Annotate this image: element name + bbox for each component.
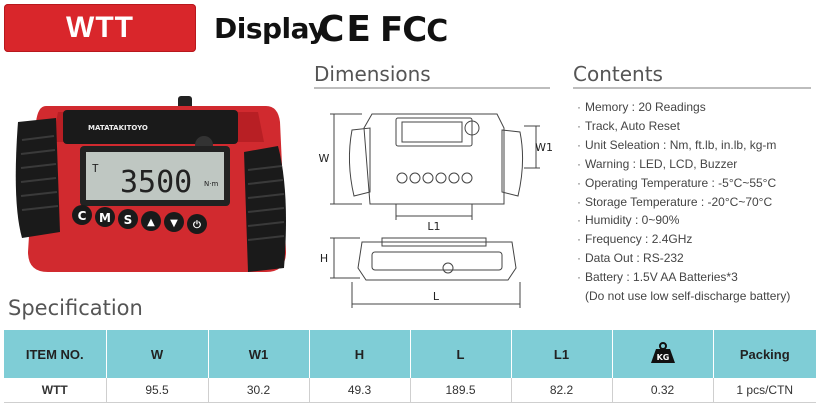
specification-heading: Specification bbox=[8, 296, 143, 320]
cell-packing: 1 pcs/CTN bbox=[713, 378, 816, 403]
up-arrow-icon: ▲ bbox=[147, 217, 155, 228]
c-button-label: C bbox=[78, 209, 87, 223]
cell-l: 189.5 bbox=[410, 378, 512, 403]
m-button-label: M bbox=[99, 211, 111, 225]
up-button[interactable] bbox=[141, 211, 161, 231]
contents-item: ·Operating Temperature : -5°C~55°C bbox=[577, 175, 777, 190]
contents-item: ·Data Out : RS-232 bbox=[577, 251, 684, 266]
dimension-drawing: W W1 L1 H L bbox=[319, 113, 552, 308]
product-photo: MATATAKITOYO T 3500 N·m C M S ▲ ▼ ⏻ bbox=[15, 96, 286, 272]
dim-label-l: L bbox=[433, 290, 440, 303]
contents-item: ·Storage Temperature : -20°C~70°C bbox=[577, 194, 773, 209]
dimensions-heading: Dimensions bbox=[314, 62, 431, 86]
device-top-panel bbox=[63, 110, 238, 144]
contents-divider bbox=[573, 87, 811, 89]
specification-table: ITEM NO. W W1 H L L1 KG Packing WTT 95.5… bbox=[4, 330, 816, 403]
c-button[interactable] bbox=[72, 205, 92, 225]
m-button[interactable] bbox=[95, 207, 115, 227]
col-header-h: H bbox=[309, 330, 411, 378]
col-header-l: L bbox=[410, 330, 512, 378]
col-header-w: W bbox=[106, 330, 209, 378]
cell-w: 95.5 bbox=[106, 378, 209, 403]
lcd-readout: 3500 bbox=[120, 165, 192, 200]
svg-text:KG: KG bbox=[656, 353, 669, 362]
fcc-mark-logo: FCC bbox=[380, 10, 448, 50]
model-badge-label: WTT bbox=[66, 11, 134, 44]
contents-item-note: (Do not use low self-discharge battery) bbox=[585, 289, 791, 304]
table-row: WTT 95.5 30.2 49.3 189.5 82.2 0.32 1 pcs… bbox=[4, 378, 816, 403]
model-badge bbox=[4, 4, 196, 52]
col-header-item-no: ITEM NO. bbox=[4, 330, 107, 378]
ce-mark-logo: CE bbox=[318, 9, 374, 50]
weight-icon: KG bbox=[650, 341, 675, 363]
col-header-packing: Packing bbox=[713, 330, 816, 378]
dim-label-l1: L1 bbox=[427, 220, 440, 233]
contents-item: ·Memory : 20 Readings bbox=[577, 100, 706, 114]
dim-label-h: H bbox=[320, 252, 328, 265]
right-grip bbox=[244, 146, 286, 272]
s-button-label: S bbox=[124, 213, 133, 227]
down-button[interactable] bbox=[164, 212, 184, 232]
power-button[interactable] bbox=[187, 214, 207, 234]
side-view-outline bbox=[357, 241, 517, 281]
contents-item: ·Unit Seleation : Nm, ft.lb, in.lb, kg-m bbox=[577, 137, 777, 152]
fcc-mark-letters: FC bbox=[380, 10, 427, 50]
front-left-grip bbox=[348, 127, 371, 197]
power-icon: ⏻ bbox=[193, 219, 201, 231]
contents-list: ·Memory : 20 Readings ·Track, Auto Reset… bbox=[577, 98, 817, 306]
contents-item: ·Battery : 1.5V AA Batteries*3 bbox=[577, 270, 738, 285]
col-header-l1: L1 bbox=[511, 330, 613, 378]
contents-item: ·Frequency : 2.4GHz bbox=[577, 232, 693, 247]
table-header-row: ITEM NO. W W1 H L L1 KG Packing bbox=[4, 330, 816, 378]
s-button[interactable] bbox=[118, 209, 138, 229]
section-title-display: Display bbox=[214, 12, 326, 45]
cell-h: 49.3 bbox=[309, 378, 411, 403]
cell-item-no: WTT bbox=[4, 378, 107, 403]
front-right-grip bbox=[501, 129, 524, 197]
cell-l1: 82.2 bbox=[511, 378, 613, 403]
lcd-screen bbox=[86, 152, 224, 200]
lcd-prefix: T bbox=[92, 162, 99, 175]
dim-label-w: W bbox=[319, 152, 330, 165]
lcd-unit: N·m bbox=[204, 180, 218, 188]
dimensions-divider bbox=[314, 87, 550, 89]
contents-item: ·Warning : LED, LCD, Buzzer bbox=[577, 156, 738, 171]
col-header-weight: KG bbox=[612, 330, 714, 378]
col-header-w1: W1 bbox=[208, 330, 310, 378]
down-arrow-icon: ▼ bbox=[170, 218, 178, 229]
cell-weight: 0.32 bbox=[612, 378, 714, 403]
contents-item: ·Humidity : 0~90% bbox=[577, 213, 680, 228]
front-view-outline bbox=[363, 113, 505, 205]
dim-label-w1: W1 bbox=[535, 141, 552, 154]
cell-w1: 30.2 bbox=[208, 378, 310, 403]
contents-heading: Contents bbox=[573, 62, 663, 86]
contents-item: ·Track, Auto Reset bbox=[577, 118, 680, 133]
brand-label: MATATAKITOYO bbox=[88, 124, 148, 132]
